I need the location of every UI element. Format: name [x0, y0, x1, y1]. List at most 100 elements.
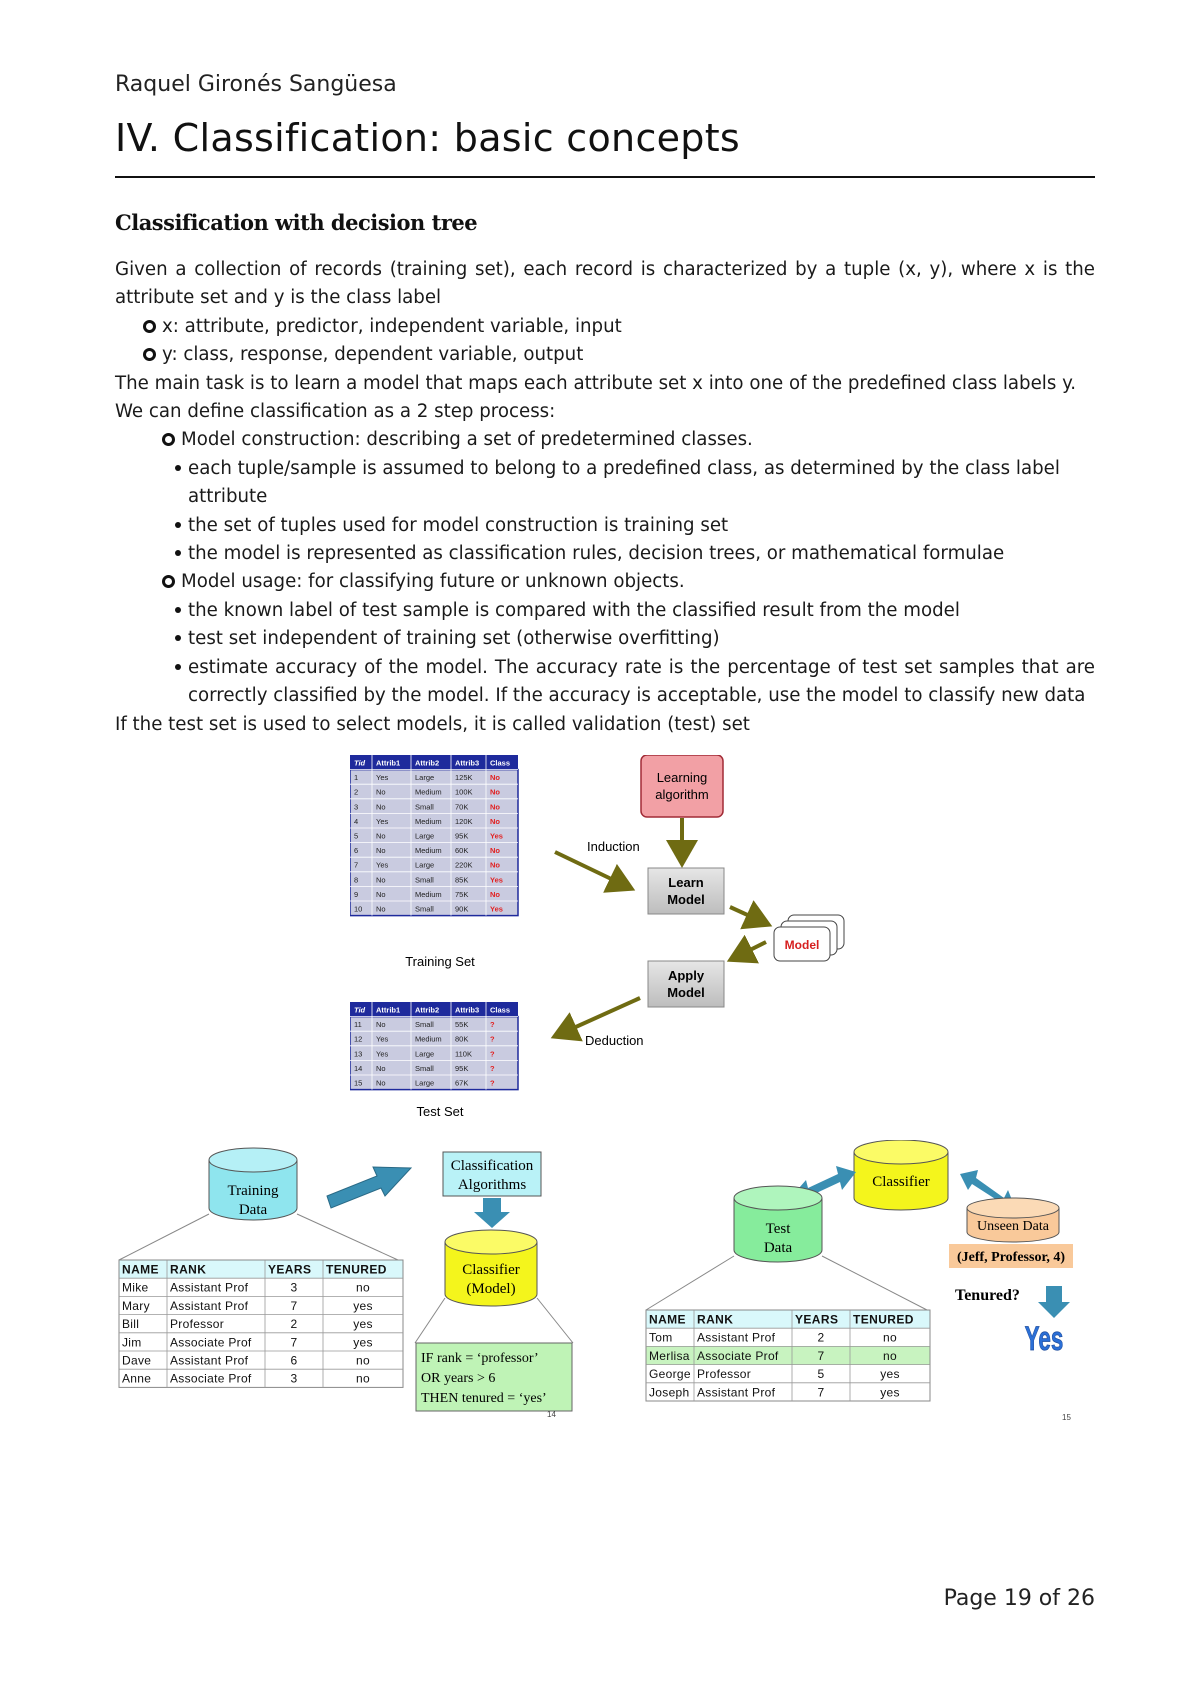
table-cell: Mike [122, 1281, 149, 1295]
table-cell: 110K [455, 1049, 472, 1058]
table-cell: Large [415, 861, 434, 870]
induction-arrow [554, 850, 636, 893]
table-header-cell: RANK [697, 1313, 733, 1327]
table-cell: Professor [697, 1367, 751, 1381]
table-cell: 7 [354, 861, 358, 870]
table-cell: yes [353, 1335, 373, 1349]
table-cell: 7 [818, 1385, 825, 1399]
table-header-bg [646, 1310, 930, 1329]
table-header-cell: Class [490, 759, 510, 768]
table-cell: Jim [122, 1335, 142, 1349]
table-header-cell: Attrib3 [455, 759, 479, 768]
table-cell: 60K [455, 846, 468, 855]
table-cell: Small [415, 1020, 434, 1029]
table-cell: Joseph [649, 1385, 690, 1399]
table-cell: yes [353, 1317, 373, 1331]
table-cell: 6 [291, 1354, 298, 1368]
sub-bullet-text: the model is represented as classificati… [188, 543, 1005, 565]
table-cell: Associate Prof [170, 1372, 252, 1386]
table-header-cell: TENURED [853, 1313, 914, 1327]
table-cell: Anne [122, 1372, 151, 1386]
table-cell: Medium [415, 1035, 442, 1044]
table-cell: 6 [354, 846, 358, 855]
table-header-cell: Tid [354, 1006, 366, 1015]
dot-bullet-icon [175, 550, 181, 557]
table-cell: 12 [354, 1035, 362, 1044]
table-cell: ? [490, 1020, 495, 1029]
table-cell: Small [415, 1064, 434, 1073]
table-cell: 11 [354, 1020, 362, 1029]
query-text: (Jeff, Professor, 4) [957, 1250, 1065, 1265]
chapter-title: IV. Classification: basic concepts [115, 116, 741, 160]
table-cell: Medium [415, 788, 442, 797]
table-cell: Assistant Prof [697, 1385, 776, 1399]
unseen-data-cylinder [966, 1197, 1060, 1243]
body-text: Given a collection of records (training … [115, 256, 1095, 739]
sub-bullet: estimate accuracy of the model. The accu… [115, 654, 1095, 711]
table-header-cell: YEARS [268, 1263, 311, 1277]
from-model-arrow [726, 934, 767, 964]
table-cell: 2 [291, 1317, 298, 1331]
table-cell: 3 [291, 1372, 298, 1386]
model-box [773, 926, 831, 962]
table-cell: Tom [649, 1331, 673, 1345]
induction-label: Induction [587, 839, 640, 854]
table-cell: 80K [455, 1035, 468, 1044]
table-header-cell: RANK [170, 1263, 206, 1277]
step-text: Model usage: for classifying future or u… [181, 571, 685, 593]
sub-bullet: each tuple/sample is assumed to belong t… [115, 455, 1095, 512]
table-cell: 10 [354, 905, 362, 914]
unseen-data-label: Unseen Data [977, 1219, 1050, 1234]
table-cell: Merlisa [649, 1349, 690, 1363]
down-arrow-icon [474, 1198, 510, 1228]
table-cell: Assistant Prof [170, 1299, 249, 1313]
table-cell: No [376, 832, 386, 841]
task-paragraph: The main task is to learn a model that m… [115, 372, 1077, 394]
table-cell: Associate Prof [170, 1335, 252, 1349]
sub-bullet-text: estimate accuracy of the model. The accu… [188, 656, 1095, 707]
ring-bullet-icon [162, 575, 175, 589]
table-cell: 120K [455, 817, 473, 826]
table-cell: Large [415, 832, 434, 841]
table-cell: No [490, 890, 500, 899]
ring-bullet-icon [162, 433, 175, 447]
intro-paragraph: Given a collection of records (training … [115, 259, 1095, 309]
rule-line: THEN tenured = ‘yes’ [421, 1391, 547, 1406]
model-label: Model [785, 938, 820, 952]
classification-algorithms-label: Algorithms [458, 1177, 526, 1193]
step-text: Model construction: describing a set of … [181, 429, 753, 451]
table-cell: Professor [170, 1317, 224, 1331]
table-cell: Medium [415, 817, 442, 826]
learning-algorithm-label: Learning [657, 770, 708, 785]
deduction-arrow [550, 996, 641, 1042]
sub-bullet-text: each tuple/sample is assumed to belong t… [188, 457, 1060, 508]
callout-line [296, 1213, 399, 1261]
callout-line [118, 1213, 210, 1261]
table-header-cell: NAME [649, 1313, 686, 1327]
table-border [645, 1309, 931, 1402]
table-cell: No [376, 875, 386, 884]
table-cell: 8 [354, 875, 358, 884]
table-cell: Dave [122, 1354, 151, 1368]
test-data-cylinder [733, 1185, 823, 1263]
slide-number: 15 [1062, 1413, 1071, 1420]
classifier-cylinder [853, 1140, 949, 1211]
table-header-cell: Attrib1 [376, 759, 400, 768]
learn-model-box [647, 867, 725, 915]
query-box [949, 1244, 1073, 1268]
table-cell: 95K [455, 1064, 468, 1073]
section-title: Classification with decision tree [115, 210, 478, 235]
model-construction-diagram: Training Data Classification Algorithms … [118, 1147, 574, 1419]
table-cell: 7 [818, 1349, 825, 1363]
table-cell: yes [880, 1367, 900, 1381]
apply-model-box [647, 960, 725, 1008]
to-model-arrow [729, 900, 773, 930]
table-header-cell: Tid [354, 759, 366, 768]
bullet-text: y: class, response, dependent variable, … [162, 344, 584, 366]
table-cell: 4 [354, 817, 358, 826]
test-set-caption: Test Set [417, 1104, 464, 1119]
table-cell: Small [415, 875, 434, 884]
to-algorithms-arrow [326, 1166, 413, 1209]
table-cell: 7 [291, 1299, 298, 1313]
